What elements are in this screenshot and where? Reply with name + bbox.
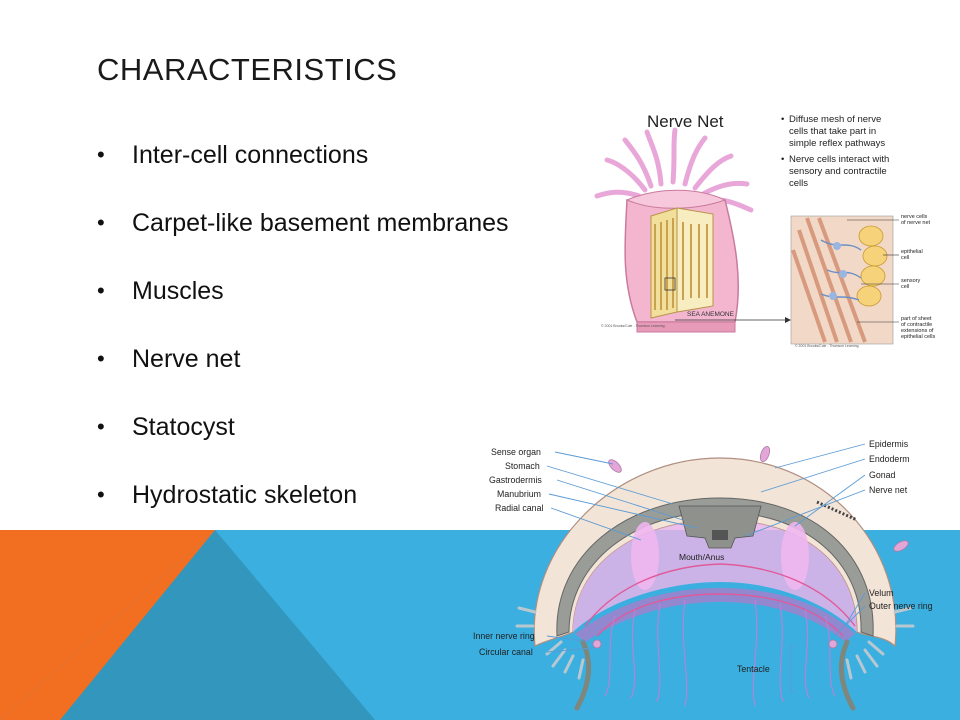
svg-text:epithelial: epithelial — [901, 249, 923, 255]
bullet-dot-icon: • — [97, 482, 105, 507]
note-line: cells — [789, 178, 808, 189]
medusa-lower-left-leaders — [546, 635, 594, 653]
svg-text:Gonad: Gonad — [869, 470, 896, 480]
svg-text:Stomach: Stomach — [505, 461, 540, 471]
bullet-dot-icon: • — [97, 414, 105, 439]
nerve-net-illustration: Nerve Net • Diffuse mesh of nerve cells … — [594, 112, 935, 348]
note-line: simple reflex pathways — [789, 138, 885, 149]
sea-anemone-caption: SEA ANEMONE — [687, 311, 735, 318]
medusa-lower-right-labels: Velum Outer nerve ring — [869, 588, 933, 611]
nerve-net-figure: Nerve Net • Diffuse mesh of nerve cells … — [585, 100, 945, 350]
sense-organs — [592, 445, 909, 649]
svg-text:cell: cell — [901, 255, 909, 261]
tissue-leader-lines — [847, 219, 899, 323]
svg-text:Circular canal: Circular canal — [479, 647, 533, 657]
svg-text:nerve cells: nerve cells — [901, 214, 928, 220]
anemone-tentacles — [594, 127, 754, 213]
tissue-labels: nerve cells of nerve net epithelial cell… — [901, 214, 935, 340]
bullet-dot-icon: • — [97, 210, 105, 235]
bullet-dot-icon: • — [97, 142, 105, 167]
svg-text:Epidermis: Epidermis — [869, 439, 909, 449]
nerve-cell-bodies — [829, 242, 847, 300]
svg-text:Manubrium: Manubrium — [497, 489, 541, 499]
tentacle-label: Tentacle — [737, 664, 770, 674]
tentacle-bracket — [790, 645, 795, 693]
svg-text:part of sheet: part of sheet — [901, 316, 932, 322]
svg-text:extensions of: extensions of — [901, 328, 934, 334]
svg-text:sensory: sensory — [901, 278, 921, 284]
svg-text:of nerve net: of nerve net — [901, 220, 931, 226]
svg-text:Sense organ: Sense organ — [491, 447, 541, 457]
anemone-oral-disc — [625, 189, 727, 209]
medusa-figure: Sense organ Stomach Gastrodermis Manubri… — [465, 436, 960, 720]
medusa-tentacles — [604, 599, 836, 707]
svg-text:Endoderm: Endoderm — [869, 454, 910, 464]
medusa-right-labels: Epidermis Endoderm Gonad Nerve net — [869, 439, 910, 495]
svg-text:Velum: Velum — [869, 588, 893, 598]
svg-text:Nerve net: Nerve net — [869, 485, 908, 495]
medusa-lower-right-leaders — [834, 592, 866, 637]
orange-lower-shape — [0, 530, 215, 720]
svg-text:•: • — [781, 154, 784, 165]
anemone-inset-box — [664, 277, 676, 291]
epithelial-cells — [856, 225, 888, 307]
medusa-manubrium — [678, 505, 762, 549]
medusa-illustration: Sense organ Stomach Gastrodermis Manubri… — [473, 439, 933, 711]
medusa-mouth — [712, 530, 728, 540]
medusa-left-leaders — [546, 451, 698, 541]
svg-text:cell: cell — [901, 284, 909, 290]
note-line: sensory and contractile — [789, 166, 887, 177]
medusa-marginal-tentacles — [574, 639, 856, 711]
mouth-anus-label: Mouth/Anus — [679, 552, 724, 562]
nerve-net-hatching — [816, 500, 858, 522]
anemone-pharynx — [676, 207, 714, 313]
nerve-net-notes: • Diffuse mesh of nerve cells that take … — [781, 114, 889, 189]
figure-credit: © 2001 Brooks/Cole - Thomson Learning — [795, 344, 859, 348]
anemone-mesenteries — [654, 218, 708, 310]
note-line: Nerve cells interact with — [789, 154, 889, 165]
note-line: cells that take part in — [789, 126, 876, 137]
note-line: Diffuse mesh of nerve — [789, 114, 881, 125]
svg-text:of contractile: of contractile — [901, 322, 932, 328]
svg-text:Inner nerve ring: Inner nerve ring — [473, 631, 535, 641]
svg-text:•: • — [781, 114, 784, 125]
slide-title: CHARACTERISTICS — [97, 52, 398, 87]
figure-credit: © 2001 Brooks/Cole - Thomson Learning — [601, 324, 665, 328]
medusa-radial-canals — [584, 563, 856, 637]
svg-text:epithelial cells: epithelial cells — [901, 334, 935, 340]
bullet-dot-icon: • — [97, 278, 105, 303]
nerve-net-figure-title: Nerve Net — [647, 112, 724, 131]
medusa-left-labels: Sense organ Stomach Gastrodermis Manubri… — [489, 447, 543, 513]
anemone-base — [636, 321, 736, 333]
muscle-fibers — [791, 217, 867, 343]
svg-text:Outer nerve ring: Outer nerve ring — [869, 601, 933, 611]
medusa-right-leaders — [744, 443, 866, 537]
svg-text:Gastrodermis: Gastrodermis — [489, 475, 542, 485]
medusa-lower-left-labels: Inner nerve ring Circular canal — [473, 631, 535, 657]
svg-text:Radial canal: Radial canal — [495, 503, 543, 513]
bullet-dot-icon: • — [97, 346, 105, 371]
